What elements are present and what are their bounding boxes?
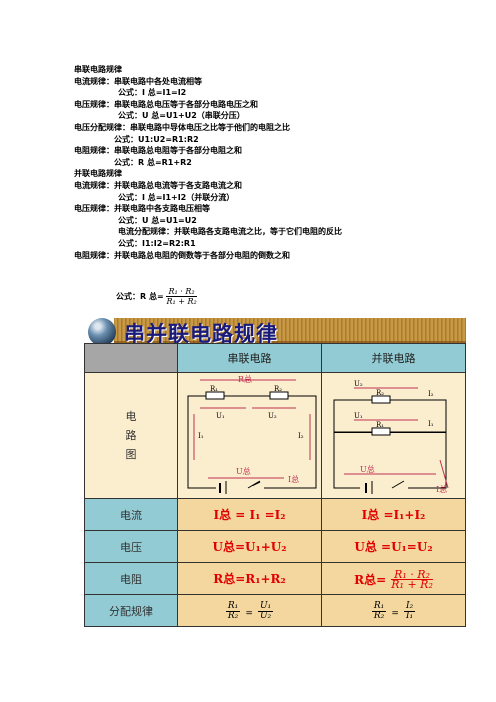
series-i1-label: I₁ [198, 432, 204, 440]
parallel-voltage-cell: U总 =U₁=U₂ [321, 530, 466, 563]
parallel-i1-label: I₁ [428, 420, 434, 428]
parallel-current-formula: 公式：I 总=I1+I2（并联分流） [118, 192, 235, 202]
series-voltage-rule: 电压规律：串联电路总电压等于各部分电路电压之和 [74, 99, 258, 109]
parallel-u2-label: U₂ [354, 380, 363, 388]
series-voltage-distribution-rule: 电压分配规律：串联电路中导体电压之比等于他们的电阻之比 [74, 122, 290, 132]
series-r-total-label: R总 [238, 374, 252, 384]
series-u-total-label: U总 [236, 466, 251, 476]
parallel-resistance-rule: 电阻规律：并联电路总电阻的倒数等于各部分电阻的倒数之和 [74, 250, 290, 260]
rules-notes: 串联电路规律 电流规律：串联电路中各处电流相等 公式：I 总=I1=I2 电压规… [74, 64, 484, 261]
parallel-r2-label: R₂ [376, 389, 384, 397]
series-current-cell: I总 = I₁ =I₂ [177, 498, 322, 531]
series-resistance-formula: 公式：R 总=R1+R2 [114, 157, 192, 167]
parallel-resistance-formula: 公式：R 总= R₁ · R₂ R₁ + R₂ [116, 287, 197, 306]
series-u1-label: U₁ [216, 412, 225, 420]
row-label-resistance: 电阻 [84, 562, 178, 595]
parallel-circuit-cell: U₂ R₂ I₂ U₁ R₁ I₁ U总 I总 [321, 372, 466, 499]
series-i-total-label: I总 [288, 474, 299, 484]
fraction-numerator: R₁ · R₂ [166, 287, 197, 297]
row-label-distribution: 分配规律 [84, 594, 178, 627]
parallel-i-total-label: I总 [436, 484, 447, 494]
rules-table: 串联电路 并联电路 电 路 图 [84, 343, 466, 627]
row-label-diagram: 电 路 图 [84, 372, 178, 499]
parallel-current-rule: 电流规律：并联电路总电流等于各支路电流之和 [74, 180, 242, 190]
parallel-u1-label: U₁ [354, 412, 363, 420]
parallel-current-distribution-rule: 电流分配规律：并联电路各支路电流之比，等于它们电阻的反比 [118, 227, 342, 237]
series-heading: 串联电路规律 [74, 65, 122, 74]
row-label-voltage: 电压 [84, 530, 178, 563]
parallel-i2-label: I₂ [428, 390, 434, 398]
series-circuit-diagram: R总 R₁ R₂ U₁ U₂ I₁ I₂ U总 I总 [187, 374, 316, 495]
fraction-denominator: R₁ + R₂ [166, 297, 197, 306]
parallel-resistance-cell: R总= R₁ · R₂ R₁ + R₂ [321, 562, 466, 595]
series-voltage-distribution-formula: 公式：U1:U2=R1:R2 [114, 134, 199, 144]
series-circuit-cell: R总 R₁ R₂ U₁ U₂ I₁ I₂ U总 I总 [177, 372, 322, 499]
parallel-circuit-diagram: U₂ R₂ I₂ U₁ R₁ I₁ U总 I总 [333, 380, 448, 495]
series-resistance-cell: R总=R₁+R₂ [177, 562, 322, 595]
resistance-fraction: R₁ · R₂ R₁ + R₂ [166, 287, 197, 306]
series-resistance-rule: 电阻规律：串联电路总电阻等于各部分电阻之和 [74, 146, 242, 156]
parallel-resistance-fraction: R₁ · R₂ R₁ + R₂ [391, 567, 433, 591]
series-u2-label: U₂ [268, 412, 277, 420]
parallel-u-total-label: U总 [360, 464, 375, 474]
col-header-parallel: 并联电路 [321, 343, 466, 373]
banner-bar [114, 318, 466, 346]
series-voltage-cell: U总=U₁+U₂ [177, 530, 322, 563]
banner-title: 串并联电路规律 [124, 322, 278, 346]
globe-icon [88, 318, 116, 346]
parallel-current-distribution-formula: 公式：I1:I2=R2:R1 [118, 238, 196, 248]
formula-prefix: 公式：R 总= [116, 292, 164, 301]
series-current-rule: 电流规律：串联电路中各处电流相等 [74, 76, 202, 86]
series-current-formula: 公式：I 总=I1=I2 [118, 88, 187, 98]
parallel-voltage-formula: 公式：U 总=U1=U2 [118, 215, 197, 225]
col-header-series: 串联电路 [177, 343, 322, 373]
corner-cell [84, 343, 178, 373]
series-i2-label: I₂ [298, 432, 304, 440]
parallel-resistance-prefix: R总= [354, 572, 387, 587]
row-label-current: 电流 [84, 498, 178, 531]
series-r1-label: R₁ [210, 385, 218, 393]
series-voltage-formula: 公式：U 总=U1+U2（串联分压） [118, 111, 245, 121]
series-r2-label: R₂ [274, 385, 282, 393]
parallel-voltage-rule: 电压规律：并联电路中各支路电压相等 [74, 204, 210, 214]
parallel-current-cell: I总 =I₁+I₂ [321, 498, 466, 531]
parallel-r1-label: R₁ [376, 421, 384, 429]
parallel-heading: 并联电路规律 [74, 169, 122, 179]
title-banner: 串并联电路规律 [84, 316, 466, 348]
